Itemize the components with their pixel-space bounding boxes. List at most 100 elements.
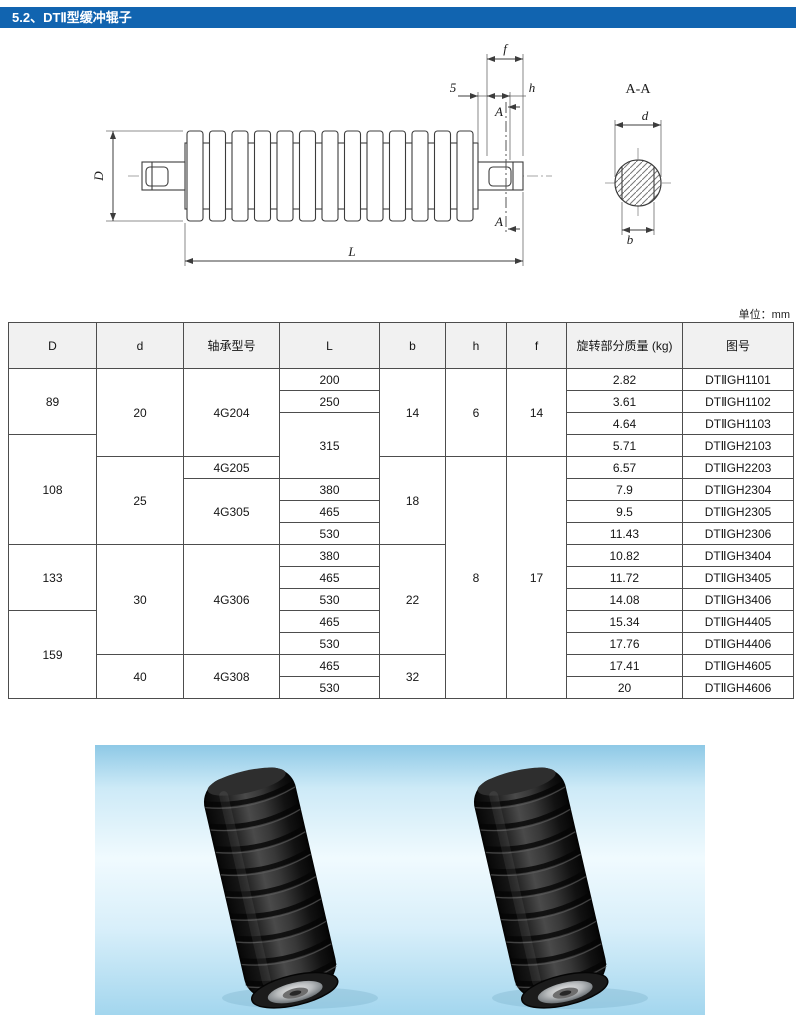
- table-cell: 380: [279, 478, 380, 501]
- unit-note: 单位：mm: [738, 309, 790, 321]
- roller-dimension-drawing: D L f: [91, 41, 671, 266]
- table-cell: 17.41: [566, 654, 683, 677]
- section-label-A-top: A: [494, 104, 503, 119]
- table-cell: DTⅡGH4606: [682, 676, 794, 699]
- table-cell: 18: [379, 456, 446, 545]
- table-cell: 3.61: [566, 390, 683, 413]
- dim-label-L: L: [347, 244, 355, 259]
- table-cell: 4G306: [183, 544, 280, 655]
- table-cell: 8: [445, 456, 507, 699]
- table-cell: 530: [279, 588, 380, 611]
- technical-drawing: D L f: [0, 36, 800, 282]
- table-cell: 17: [506, 456, 567, 699]
- table-cell: DTⅡGH2306: [682, 522, 794, 545]
- table-cell: 7.9: [566, 478, 683, 501]
- product-photo: [95, 745, 705, 1015]
- column-header: 旋转部分质量 (kg): [566, 322, 683, 369]
- section-label-A-bottom: A: [494, 214, 503, 229]
- table-cell: 6: [445, 368, 507, 457]
- dim-label-b: b: [627, 232, 634, 247]
- table-cell: 20: [96, 368, 184, 457]
- table-cell: 200: [279, 368, 380, 391]
- right-shaft-detail: [488, 166, 512, 187]
- table-cell: 14.08: [566, 588, 683, 611]
- table-cell: 17.76: [566, 632, 683, 655]
- table-cell: 4G305: [183, 478, 280, 545]
- column-header: f: [506, 322, 567, 369]
- table-cell: 530: [279, 676, 380, 699]
- table-cell: 133: [8, 544, 97, 611]
- table-cell: 4G205: [183, 456, 280, 479]
- table-cell: 30: [96, 544, 184, 655]
- dim-label-D: D: [91, 171, 106, 182]
- shaft-cross-section: [614, 159, 662, 207]
- left-shaft-detail: [145, 166, 169, 187]
- table-cell: 2.82: [566, 368, 683, 391]
- table-cell: 15.34: [566, 610, 683, 633]
- table-cell: DTⅡGH4406: [682, 632, 794, 655]
- table-cell: 14: [506, 368, 567, 457]
- table-cell: 4.64: [566, 412, 683, 435]
- table-cell: 40: [96, 654, 184, 699]
- table-cell: 25: [96, 456, 184, 545]
- table-cell: DTⅡGH4605: [682, 654, 794, 677]
- table-cell: 250: [279, 390, 380, 413]
- table-cell: 14: [379, 368, 446, 457]
- table-cell: 159: [8, 610, 97, 699]
- dim-label-5: 5: [450, 80, 457, 95]
- table-cell: DTⅡGH3406: [682, 588, 794, 611]
- table-cell: DTⅡGH2305: [682, 500, 794, 523]
- table-cell: DTⅡGH2304: [682, 478, 794, 501]
- column-header: D: [8, 322, 97, 369]
- roller-image-right: [469, 761, 613, 1015]
- dim-label-h: h: [529, 80, 536, 95]
- column-header: 轴承型号: [183, 322, 280, 369]
- section-view-AA: A-A d b: [605, 82, 671, 247]
- column-header: b: [379, 322, 446, 369]
- table-cell: DTⅡGH3405: [682, 566, 794, 589]
- dimension-5-h: 5 h: [450, 80, 536, 160]
- table-cell: 465: [279, 654, 380, 677]
- section-title-bar: 5.2、DTⅡ型缓冲辊子: [0, 7, 796, 28]
- table-cell: 465: [279, 500, 380, 523]
- table-cell: 108: [8, 434, 97, 545]
- dimension-L: L: [184, 192, 524, 266]
- section-title: 5.2、DTⅡ型缓冲辊子: [12, 10, 132, 25]
- table-cell: 22: [379, 544, 446, 655]
- section-cut-line: A A: [494, 102, 520, 234]
- table-cell: DTⅡGH1101: [682, 368, 794, 391]
- table-cell: 20: [566, 676, 683, 699]
- dim-label-d: d: [642, 108, 649, 123]
- roller-ribs: [186, 130, 474, 222]
- section-view-title: A-A: [626, 82, 652, 97]
- table-cell: 5.71: [566, 434, 683, 457]
- column-header: L: [279, 322, 380, 369]
- table-cell: 465: [279, 610, 380, 633]
- column-header: h: [445, 322, 507, 369]
- table-cell: 4G308: [183, 654, 280, 699]
- table-cell: 89: [8, 368, 97, 435]
- table-cell: 530: [279, 632, 380, 655]
- table-cell: 9.5: [566, 500, 683, 523]
- roller-front-view: [141, 130, 524, 222]
- dimension-D: D: [91, 130, 183, 222]
- table-cell: 32: [379, 654, 446, 699]
- product-photo-image: [95, 745, 648, 1015]
- table-cell: 10.82: [566, 544, 683, 567]
- table-cell: DTⅡGH4405: [682, 610, 794, 633]
- table-cell: 380: [279, 544, 380, 567]
- table-cell: DTⅡGH2103: [682, 434, 794, 457]
- table-cell: 11.43: [566, 522, 683, 545]
